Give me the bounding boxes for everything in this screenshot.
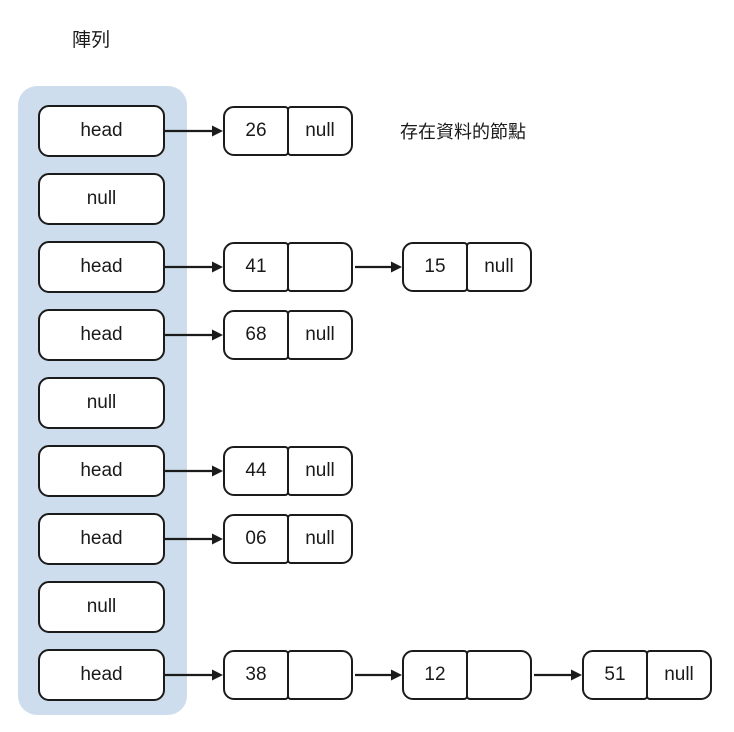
node-value-cell: 12 [402,650,468,700]
head-pointer-arrow-slot0-pos0 [165,125,223,137]
array-slot-label: head [80,120,123,141]
list-node-slot8-pos0[interactable]: 38 [223,650,353,700]
node-pointer-cell: null [466,242,532,292]
node-value-cell: 51 [582,650,648,700]
next-pointer-arrow-slot8-pos2 [534,669,582,681]
array-slot-4[interactable]: null [38,377,165,429]
node-value-cell: 06 [223,514,289,564]
array-slot-6[interactable]: head [38,513,165,565]
array-slot-8[interactable]: head [38,649,165,701]
node-pointer-cell: null [287,310,353,360]
next-pointer-arrow-slot2-pos1 [355,261,402,273]
array-slot-3[interactable]: head [38,309,165,361]
head-pointer-arrow-slot2-pos0 [165,261,223,273]
array-slot-1[interactable]: null [38,173,165,225]
node-value-cell: 38 [223,650,289,700]
node-value-cell: 41 [223,242,289,292]
page-title: 陣列 [72,30,111,51]
node-pointer-cell: null [646,650,712,700]
annotation-data-node-label: 存在資料的節點 [400,122,526,142]
node-value-cell: 26 [223,106,289,156]
array-slot-label: null [86,392,117,413]
array-slot-0[interactable]: head [38,105,165,157]
node-pointer-cell [466,650,532,700]
array-slot-label: null [86,596,117,617]
node-pointer-cell [287,650,353,700]
array-slot-label: head [80,324,123,345]
array-slot-2[interactable]: head [38,241,165,293]
next-pointer-arrow-slot8-pos1 [355,669,402,681]
list-node-slot2-pos0[interactable]: 41 [223,242,353,292]
array-slot-5[interactable]: head [38,445,165,497]
array-slot-label: head [80,528,123,549]
array-slot-7[interactable]: null [38,581,165,633]
list-node-slot8-pos1[interactable]: 12 [402,650,532,700]
node-pointer-cell: null [287,446,353,496]
head-pointer-arrow-slot8-pos0 [165,669,223,681]
node-value-cell: 68 [223,310,289,360]
array-slot-label: head [80,460,123,481]
array-slot-label: head [80,664,123,685]
node-pointer-cell: null [287,106,353,156]
head-pointer-arrow-slot5-pos0 [165,465,223,477]
head-pointer-arrow-slot6-pos0 [165,533,223,545]
array-slot-label: head [80,256,123,277]
head-pointer-arrow-slot3-pos0 [165,329,223,341]
node-value-cell: 44 [223,446,289,496]
node-value-cell: 15 [402,242,468,292]
node-pointer-cell: null [287,514,353,564]
node-pointer-cell [287,242,353,292]
array-slot-label: null [86,188,117,209]
